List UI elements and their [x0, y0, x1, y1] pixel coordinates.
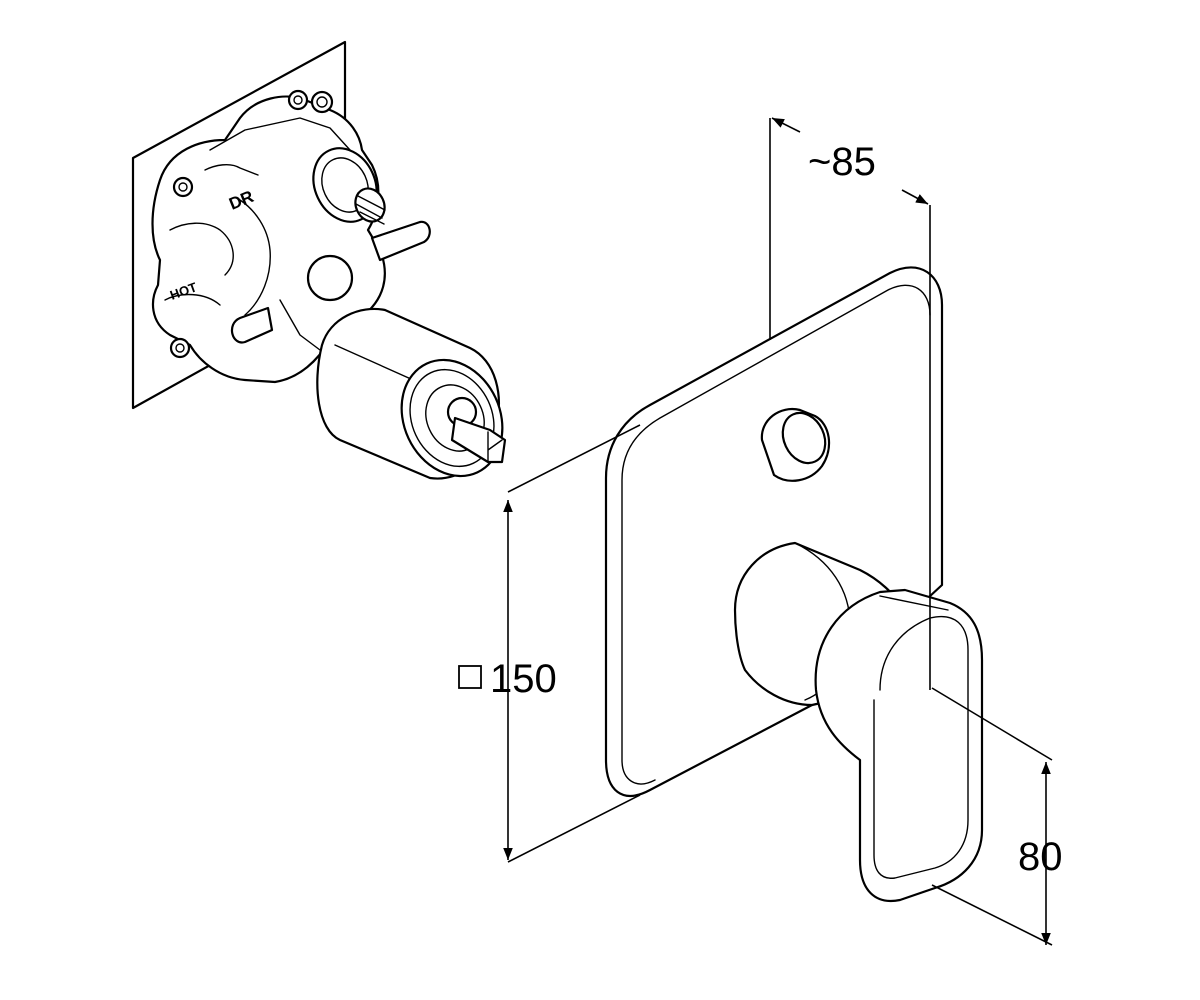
- cover-plate: [604, 266, 944, 797]
- dimension-plate-size-label: 150: [490, 657, 557, 701]
- dimension-plate-size: 150: [458, 424, 641, 863]
- valve-cartridge: [316, 307, 507, 480]
- dimension-depth: ~85: [769, 117, 931, 690]
- inlet-pins: [230, 220, 431, 344]
- cover-plate-inner-edge: [621, 284, 931, 785]
- cover-plate-assembly: [604, 266, 984, 903]
- square-symbol-icon: [458, 665, 482, 689]
- dimension-handle-height: 80: [931, 687, 1063, 946]
- concealed-valve-body: DR HOT: [131, 40, 507, 480]
- threaded-outlet: [312, 147, 386, 225]
- diverter-button: [760, 407, 831, 482]
- lever-handle: [733, 541, 984, 903]
- dimension-depth-label: ~85: [808, 140, 876, 184]
- dimension-handle-height-label: 80: [1018, 835, 1063, 879]
- mounting-screws: [169, 89, 334, 359]
- plug-cap: [306, 254, 354, 302]
